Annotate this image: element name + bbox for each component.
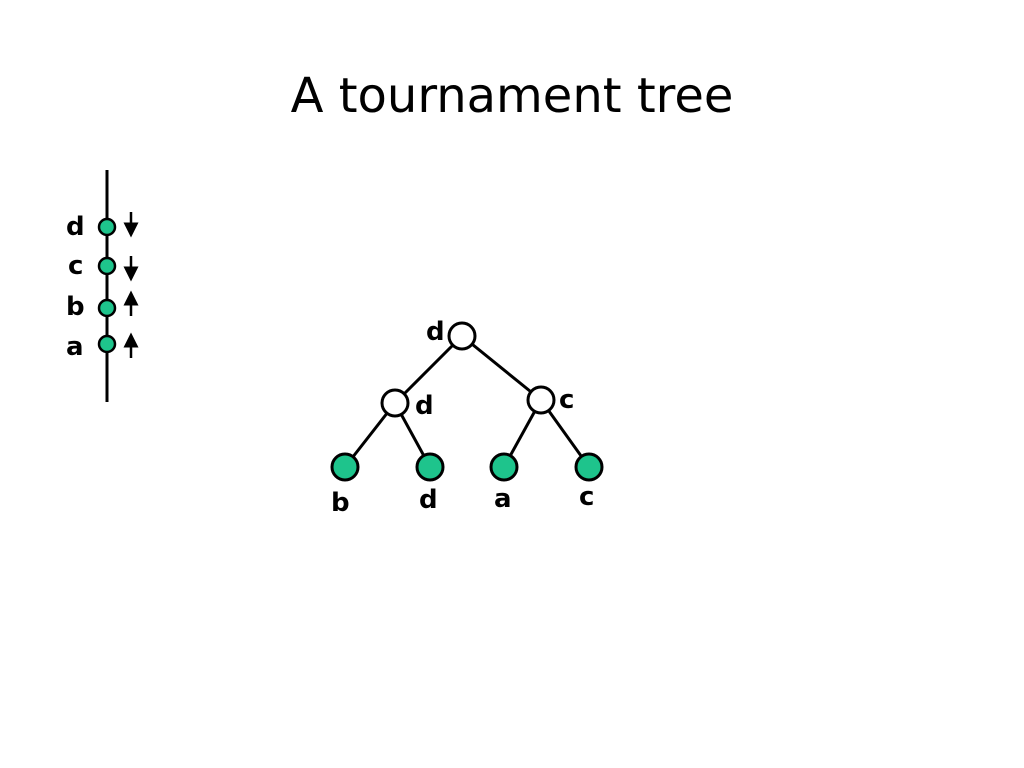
- tree-internal-node-right: [526, 385, 556, 415]
- tree-leaf-label-a: a: [494, 484, 512, 514]
- tree-leaf-label-c: c: [579, 482, 594, 512]
- tree-internal-node-left: [380, 388, 410, 418]
- tree-internal-label-left: d: [415, 391, 434, 421]
- tree-leaf-node: [330, 452, 360, 482]
- sidebar-node: [97, 334, 117, 354]
- sidebar-node: [97, 256, 117, 276]
- tree-internal-label-right: c: [559, 385, 574, 415]
- sidebar-node: [97, 217, 117, 237]
- tree-leaf-node: [489, 452, 519, 482]
- tree-root-node: [447, 321, 477, 351]
- tree-leaf-label-b: b: [331, 488, 350, 518]
- sidebar-wire-group: d c b a: [66, 170, 139, 402]
- edge-root-left: [393, 334, 464, 405]
- tree-leaf-label-d: d: [419, 485, 438, 515]
- sidebar-label-b: b: [66, 292, 85, 322]
- tree-leaf-node: [415, 452, 445, 482]
- edge-root-right: [461, 334, 542, 402]
- tree-root-label: d: [426, 317, 445, 347]
- sidebar-node: [97, 298, 117, 318]
- tree-leaf-node: [574, 452, 604, 482]
- sidebar-label-d: d: [66, 212, 85, 242]
- sidebar-label-c: c: [68, 251, 83, 281]
- sidebar-label-a: a: [66, 332, 84, 362]
- slide-title: A tournament tree: [290, 68, 734, 124]
